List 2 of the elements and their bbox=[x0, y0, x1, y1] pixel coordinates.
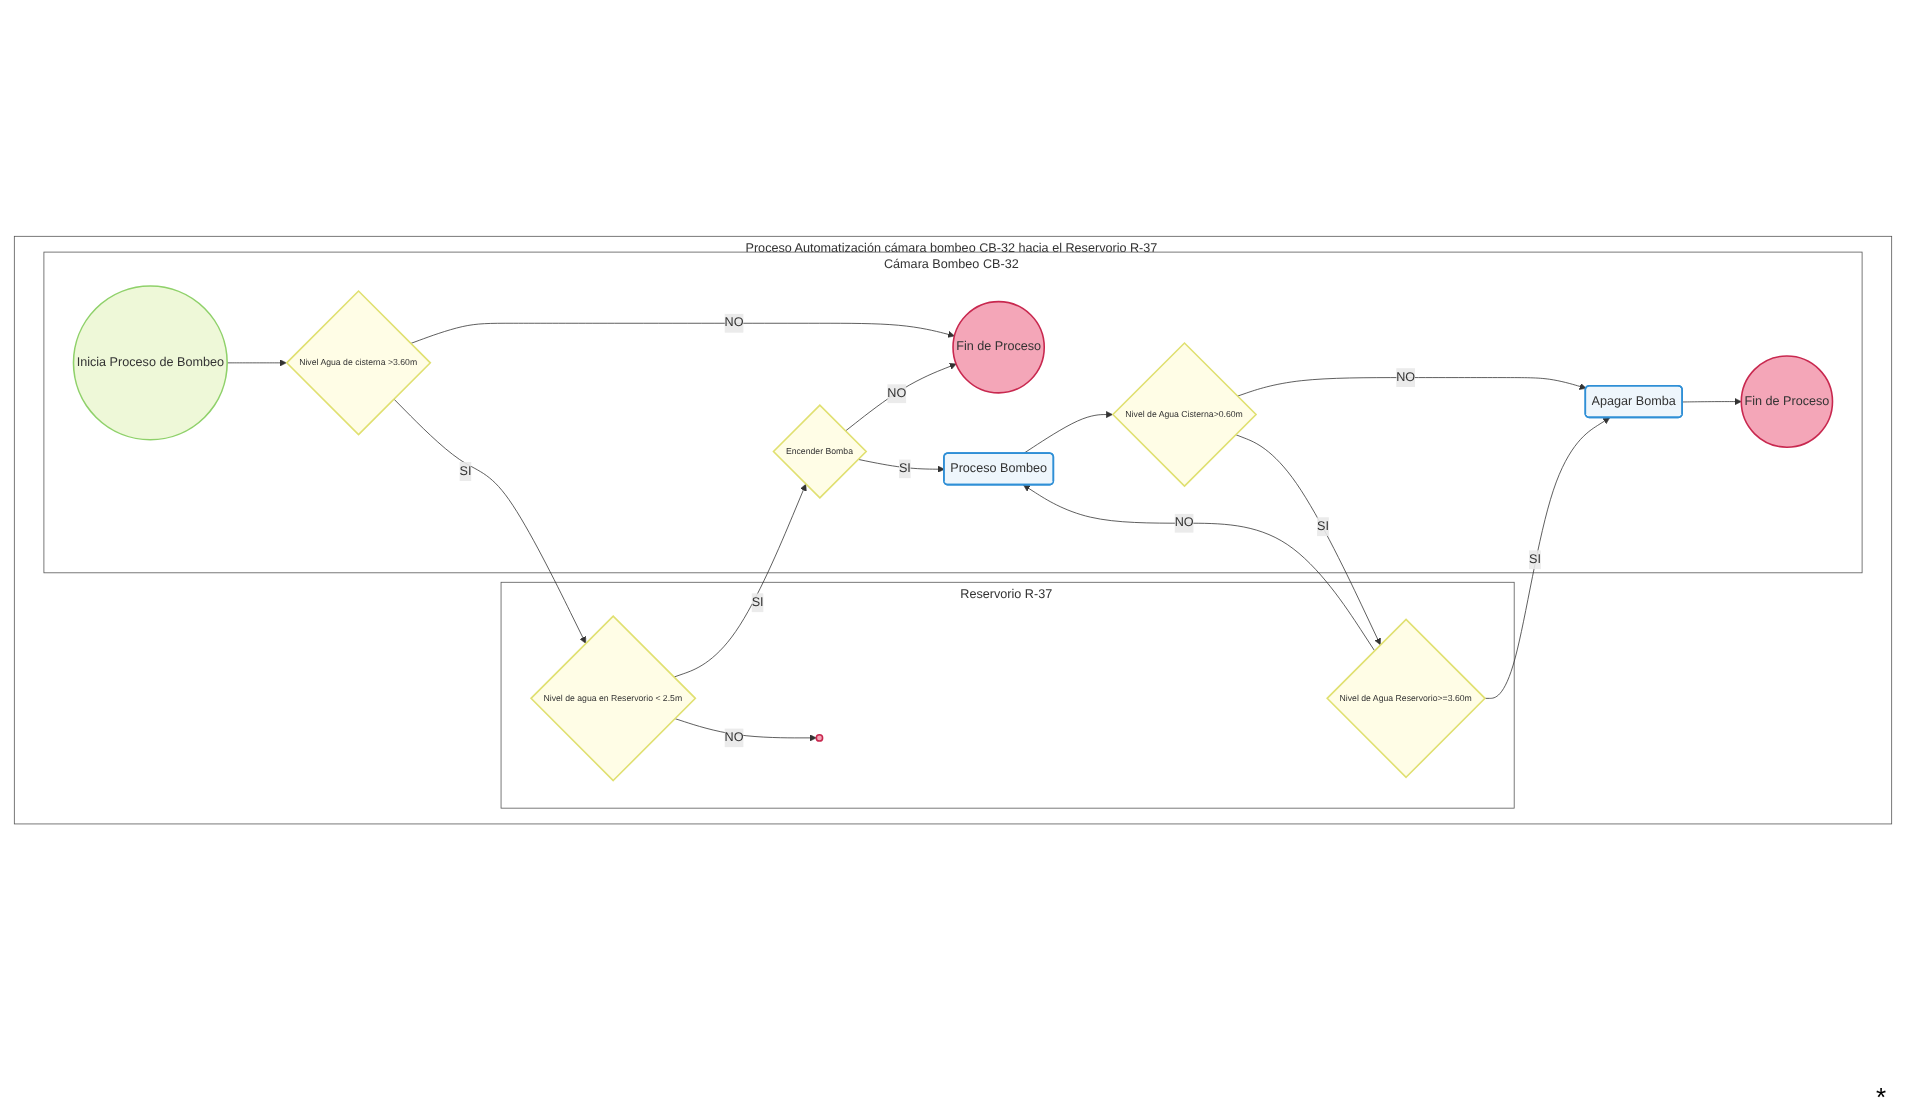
note-mark: * bbox=[1875, 1082, 1886, 1112]
node-circle bbox=[815, 733, 824, 742]
